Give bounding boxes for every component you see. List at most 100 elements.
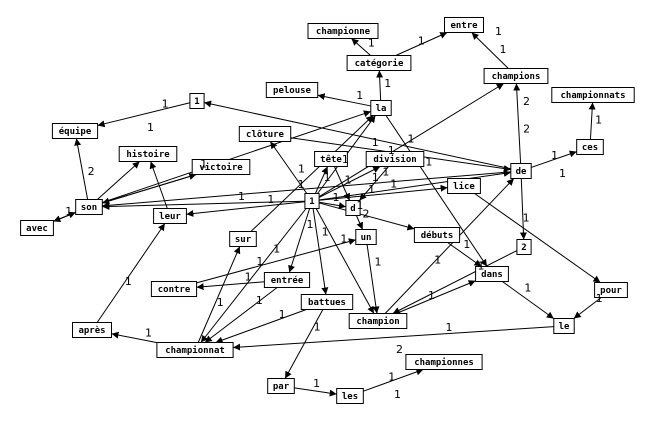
edge-champion-dans [396, 280, 476, 314]
node-box [20, 220, 54, 236]
node-label: dans [481, 270, 503, 280]
node-label: 1 [194, 97, 199, 107]
node-label: entre [450, 21, 478, 31]
edge-de-son [102, 171, 511, 209]
node-pour: pour [594, 282, 628, 298]
edge-weight: 2 [88, 165, 95, 178]
edge-battues-championnat [215, 309, 307, 344]
edge-de-n2 [519, 178, 527, 240]
edge-weight: 1 [368, 37, 375, 50]
edge-weight: 1 [595, 114, 602, 127]
node-label: la [376, 104, 387, 114]
edge-weight: 1 [500, 43, 507, 56]
edge-weight: 1 [407, 133, 414, 146]
node-n2: 2 [516, 239, 532, 255]
node-box [156, 342, 234, 358]
edge-leur-histoire [149, 161, 168, 209]
edge-n1mid-champion [315, 208, 375, 314]
node-label: un [361, 233, 372, 243]
node-box [551, 87, 635, 103]
edge-weight: 1 [256, 294, 263, 307]
edge-weight: 1 [523, 212, 530, 225]
edge-son-la [102, 110, 371, 203]
node-apres: après [72, 322, 112, 338]
node-champions: champions [483, 68, 549, 84]
edge-sur-la [250, 115, 374, 232]
edge-championnat-apres [111, 331, 157, 344]
edge-n2-champion [392, 250, 518, 314]
edge-weight: 1 [322, 226, 329, 239]
node-les: les [336, 388, 364, 404]
node-division: division [365, 151, 425, 167]
node-box [51, 123, 99, 139]
edge-le-championnat [233, 326, 554, 351]
node-label: catégorie [355, 58, 404, 69]
node-label: division [373, 154, 416, 165]
edge-de-n1top [203, 100, 511, 170]
edge-n1top-equipe [97, 102, 191, 128]
node-box [475, 266, 509, 282]
edge-weight: 1 [477, 260, 484, 273]
node-championnats: championnats [551, 87, 635, 103]
node-de: de [510, 163, 532, 179]
edge-weight: 1 [340, 232, 347, 245]
edge-les-championnes [363, 368, 424, 392]
edge-weight: 1 [382, 165, 389, 178]
node-lice: lice [447, 178, 481, 194]
node-label: 1 [309, 197, 314, 207]
node-label: débuts [421, 230, 454, 241]
node-cloture: clôture [238, 126, 292, 142]
node-avec: avec [20, 220, 54, 236]
edge-weight: 1 [434, 253, 441, 266]
node-label: d [350, 204, 355, 214]
edge-weight: 1 [388, 371, 395, 384]
node-box [118, 146, 178, 162]
node-label: champion [356, 316, 399, 327]
edge-division-d [359, 166, 389, 201]
edge-weight: 1 [298, 178, 305, 191]
node-battues: battues [300, 294, 354, 310]
edge-categorie-championne [351, 38, 371, 56]
free-weight-label: 2 [396, 343, 403, 356]
edge-weight: 1 [551, 149, 558, 162]
edge-weight: 1 [145, 327, 152, 340]
free-weight-label: 1 [394, 388, 401, 401]
edge-weight: 1 [313, 377, 320, 390]
node-box [483, 68, 549, 84]
free-weight-label: 2 [523, 95, 530, 108]
node-n1mid: 1 [304, 193, 320, 209]
node-label: ces [582, 143, 598, 153]
node-label: championne [316, 26, 371, 37]
edge-son-avec [53, 211, 76, 223]
node-label: clôture [246, 129, 285, 140]
edge-n1mid-lice [319, 184, 448, 201]
edge-weight: 1 [388, 144, 395, 157]
node-entree: entrée [263, 272, 311, 288]
edge-weight: 1 [384, 77, 391, 90]
edge-son-histoire [97, 161, 140, 200]
node-ces: ces [576, 139, 604, 155]
edge-entree-contre [196, 281, 265, 291]
node-victoire: victoire [191, 159, 251, 175]
node-label: histoire [126, 149, 170, 160]
node-championnes: championnes [405, 354, 483, 370]
node-box [516, 239, 532, 255]
node-categorie: catégorie [346, 55, 412, 71]
node-box [576, 139, 604, 155]
edge-weight: 1 [428, 289, 435, 302]
node-contre: contre [150, 281, 198, 297]
node-entre: entre [444, 17, 484, 33]
edge-weight: 1 [125, 275, 132, 288]
edge-weight: 1 [162, 98, 169, 111]
edge-n1mid-de [319, 169, 511, 201]
node-box [594, 282, 628, 298]
node-un: un [355, 229, 377, 245]
edge-weight: 1 [596, 292, 603, 305]
edge-categorie-entre [395, 32, 448, 56]
edge-victoire-son [102, 174, 197, 205]
node-box [191, 159, 251, 175]
node-label: de [516, 167, 527, 177]
free-weight-label: 1 [147, 121, 154, 134]
